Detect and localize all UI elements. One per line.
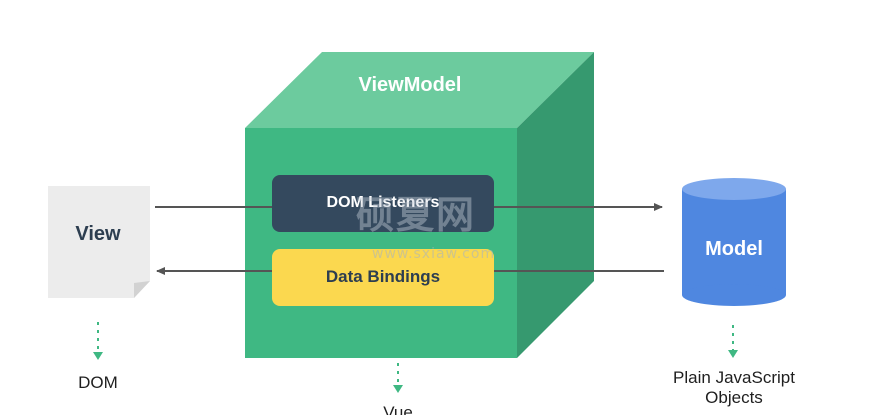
model-caption: Plain JavaScript Objects xyxy=(644,368,824,407)
view-document-icon xyxy=(48,186,150,298)
watermark-text: 硕夏网 xyxy=(356,193,477,237)
model-label: Model xyxy=(705,238,763,260)
cube-side-face xyxy=(517,52,594,358)
cube-front-face xyxy=(245,128,517,358)
dom-caption: DOM xyxy=(78,373,118,392)
model-cylinder-icon xyxy=(682,178,786,306)
cube-top-face xyxy=(245,52,594,128)
dom-listeners-box xyxy=(272,175,494,232)
watermark-url: www.sxiaw.com xyxy=(372,246,496,262)
data-bindings-box xyxy=(272,249,494,306)
data-bindings-label: Data Bindings xyxy=(325,267,441,286)
vue-caption: Vue xyxy=(383,403,413,415)
viewmodel-title: ViewModel xyxy=(358,74,462,96)
model-caption-line1: Plain JavaScript xyxy=(673,368,795,387)
viewmodel-cube xyxy=(245,52,594,358)
view-label: View xyxy=(75,223,121,245)
dom-listeners-label: DOM Listeners xyxy=(326,194,440,211)
model-caption-line2: Objects xyxy=(705,387,763,407)
